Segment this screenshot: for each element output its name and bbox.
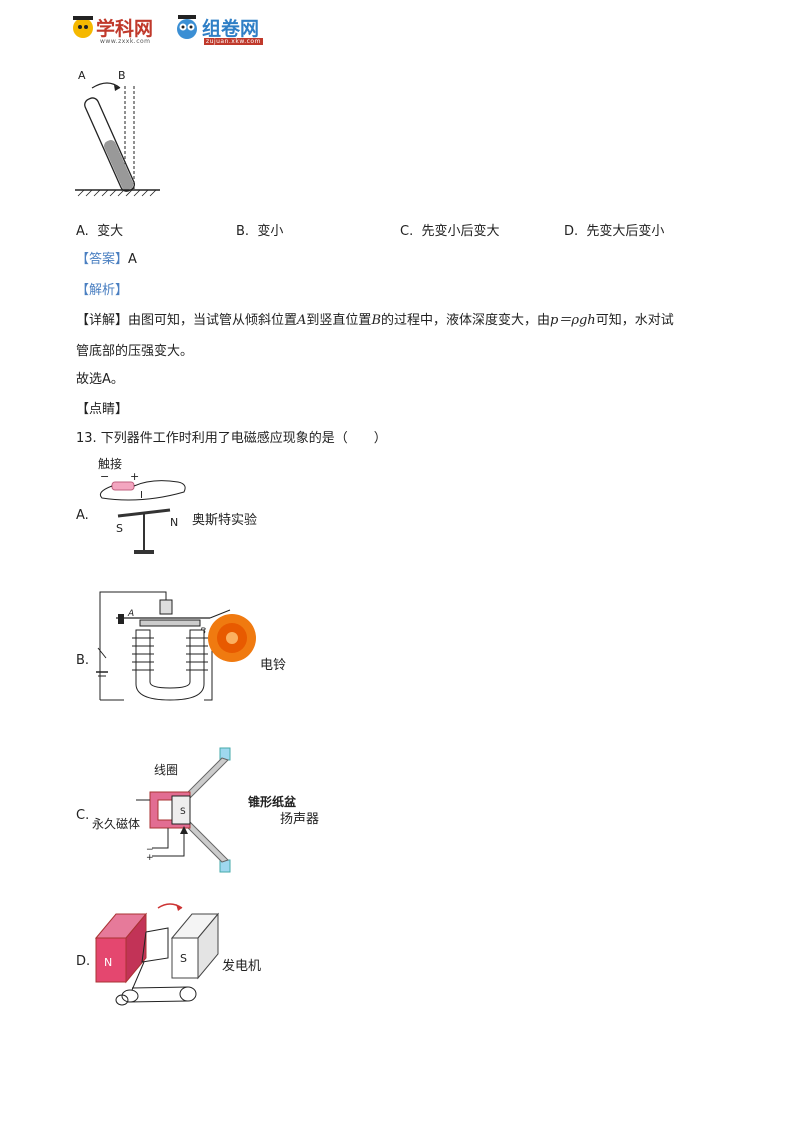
label-speaker-plus: +: [146, 853, 154, 863]
answer-tag: 【答案】: [76, 252, 129, 267]
option-d-letter: D.: [564, 224, 579, 239]
speaker-figure: 线圈 锥形纸盆 永久磁体 S − +: [88, 744, 328, 876]
label-speaker-minus: −: [146, 845, 154, 855]
logo2-url: zujuan.xkw.com: [204, 38, 263, 45]
label-minus: −: [100, 470, 109, 483]
logo1-url: www.zxxk.com: [100, 38, 151, 45]
label-current: I: [140, 490, 143, 501]
choice-line: 故选A。: [76, 372, 124, 387]
bell-figure: A B: [94, 588, 260, 710]
detail-line-2: 管底部的压强变大。: [76, 344, 194, 359]
detail-tag: 【详解】: [76, 313, 129, 328]
option-b: B. 变小: [236, 220, 283, 239]
option-d-text: 先变大后变小: [586, 224, 665, 239]
answer-value: A: [128, 252, 137, 267]
q13-option-b-caption: 电铃: [260, 658, 287, 673]
detail-b: B: [371, 313, 381, 328]
option-b-letter: B.: [236, 224, 250, 239]
fig-label-b: B: [118, 69, 126, 82]
label-gen-s: S: [180, 952, 187, 965]
option-c-letter: C.: [400, 224, 414, 239]
label-touch: 触接: [98, 456, 122, 471]
mascot-icon: [73, 16, 93, 38]
detail-p2: 到竖直位置: [306, 313, 372, 328]
detail-p1: 由图可知，当试管从倾斜位置: [128, 313, 298, 328]
option-c-text: 先变小后变大: [421, 224, 500, 239]
detail-p4: 可知，水对试: [595, 313, 674, 328]
q13-option-d-letter: D.: [76, 954, 91, 969]
generator-figure: N S: [92, 898, 222, 1010]
detail-formula: p＝ρgh: [550, 313, 596, 328]
zujuan-logo: 组卷网 zujuan.xkw.com: [174, 12, 274, 46]
q13-option-b-letter: B.: [76, 653, 90, 668]
detail-a: A: [297, 313, 307, 328]
q13-option-d-caption: 发电机: [222, 959, 262, 974]
label-bell-a: A: [127, 609, 134, 619]
detail-line-1: 【详解】由图可知，当试管从倾斜位置A到竖直位置B的过程中，液体深度变大，由p＝ρ…: [76, 309, 736, 328]
option-b-text: 变小: [257, 224, 284, 239]
oersted-figure: 触接 − + I S N: [92, 454, 192, 558]
label-cone: 锥形纸盆: [248, 794, 297, 809]
option-c: C. 先变小后变大: [400, 220, 500, 239]
option-a-text: 变大: [97, 224, 124, 239]
label-n: N: [170, 516, 178, 529]
comment-tag: 【点睛】: [76, 402, 129, 417]
fig-label-a: A: [78, 69, 86, 82]
detail-p3: 的过程中，液体深度变大，由: [381, 313, 551, 328]
label-plus: +: [130, 470, 139, 483]
q13-option-a-letter: A.: [76, 508, 89, 523]
test-tube-figure: A B: [70, 68, 160, 200]
owl-icon: [177, 15, 197, 39]
label-gen-n: N: [104, 956, 112, 969]
q13-option-c-caption: 扬声器: [280, 812, 320, 827]
analysis-tag: 【解析】: [76, 283, 129, 298]
q13-question: 13. 下列器件工作时利用了电磁感应现象的是（ ）: [76, 431, 387, 446]
label-magnet: 永久磁体: [92, 816, 140, 831]
label-s: S: [116, 522, 123, 535]
label-speaker-s: S: [180, 807, 186, 817]
label-coil: 线圈: [154, 763, 178, 777]
option-d: D. 先变大后变小: [564, 220, 664, 239]
option-a-letter: A.: [76, 224, 89, 239]
zxxk-logo: 学科网 www.zxxk.com: [70, 12, 166, 46]
logo2-text: 组卷网: [202, 18, 260, 40]
q13-option-a-caption: 奥斯特实验: [192, 513, 258, 528]
q13-option-c-letter: C.: [76, 808, 90, 823]
option-a: A. 变大: [76, 220, 123, 239]
answer-line: 【答案】A: [76, 248, 137, 267]
logo1-text: 学科网: [96, 18, 154, 40]
